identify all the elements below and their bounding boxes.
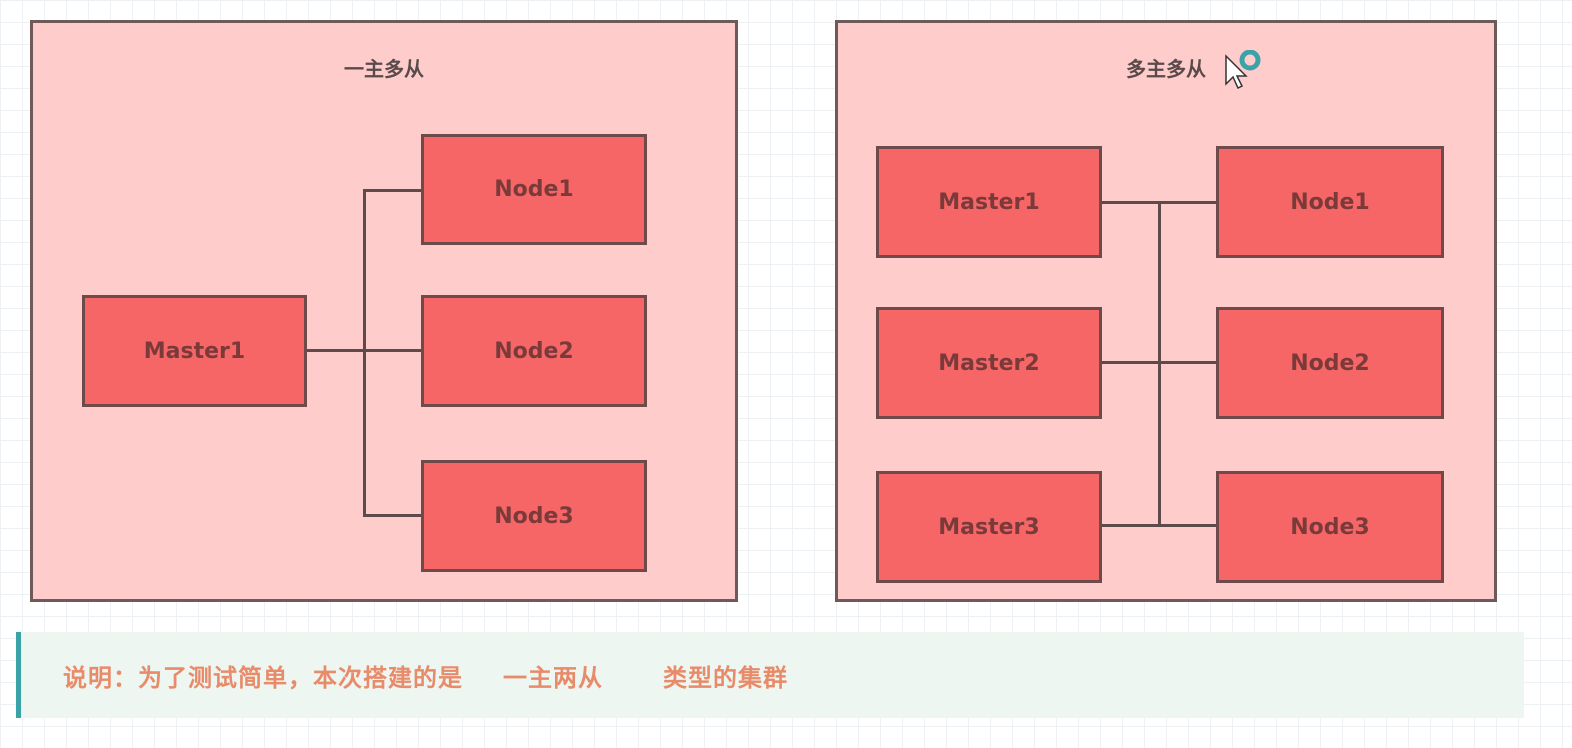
slave-node: Node3 [1216,471,1444,583]
note-prefix: 说明：为了测试简单，本次搭建的是 [63,663,463,692]
slave-node: Node2 [421,295,647,407]
slave-node: Node1 [1216,146,1444,258]
panel-title: 一主多从 [344,57,424,81]
master-node: Master1 [876,146,1102,258]
slave-node: Node1 [421,134,647,245]
slave-node: Node3 [421,460,647,572]
connector [1100,361,1218,364]
master-node: Master2 [876,307,1102,419]
note-callout: 说明：为了测试简单，本次搭建的是 一主两从 类型的集群 [16,632,1524,718]
note-suffix: 类型的集群 [663,663,788,692]
connector [1100,524,1218,527]
connector [363,189,422,192]
connector [363,189,366,516]
loading-ring-icon [1239,50,1261,71]
connector [306,349,365,352]
slave-node: Node2 [1216,307,1444,419]
connector [1100,201,1218,204]
note-highlight: 一主两从 [503,663,603,692]
connector [363,514,422,517]
panel-title: 多主多从 [1126,57,1206,81]
master-node: Master1 [82,295,307,407]
connector [363,349,422,352]
connector [1158,201,1161,527]
cursor-icon [1225,50,1261,90]
master-node: Master3 [876,471,1102,583]
